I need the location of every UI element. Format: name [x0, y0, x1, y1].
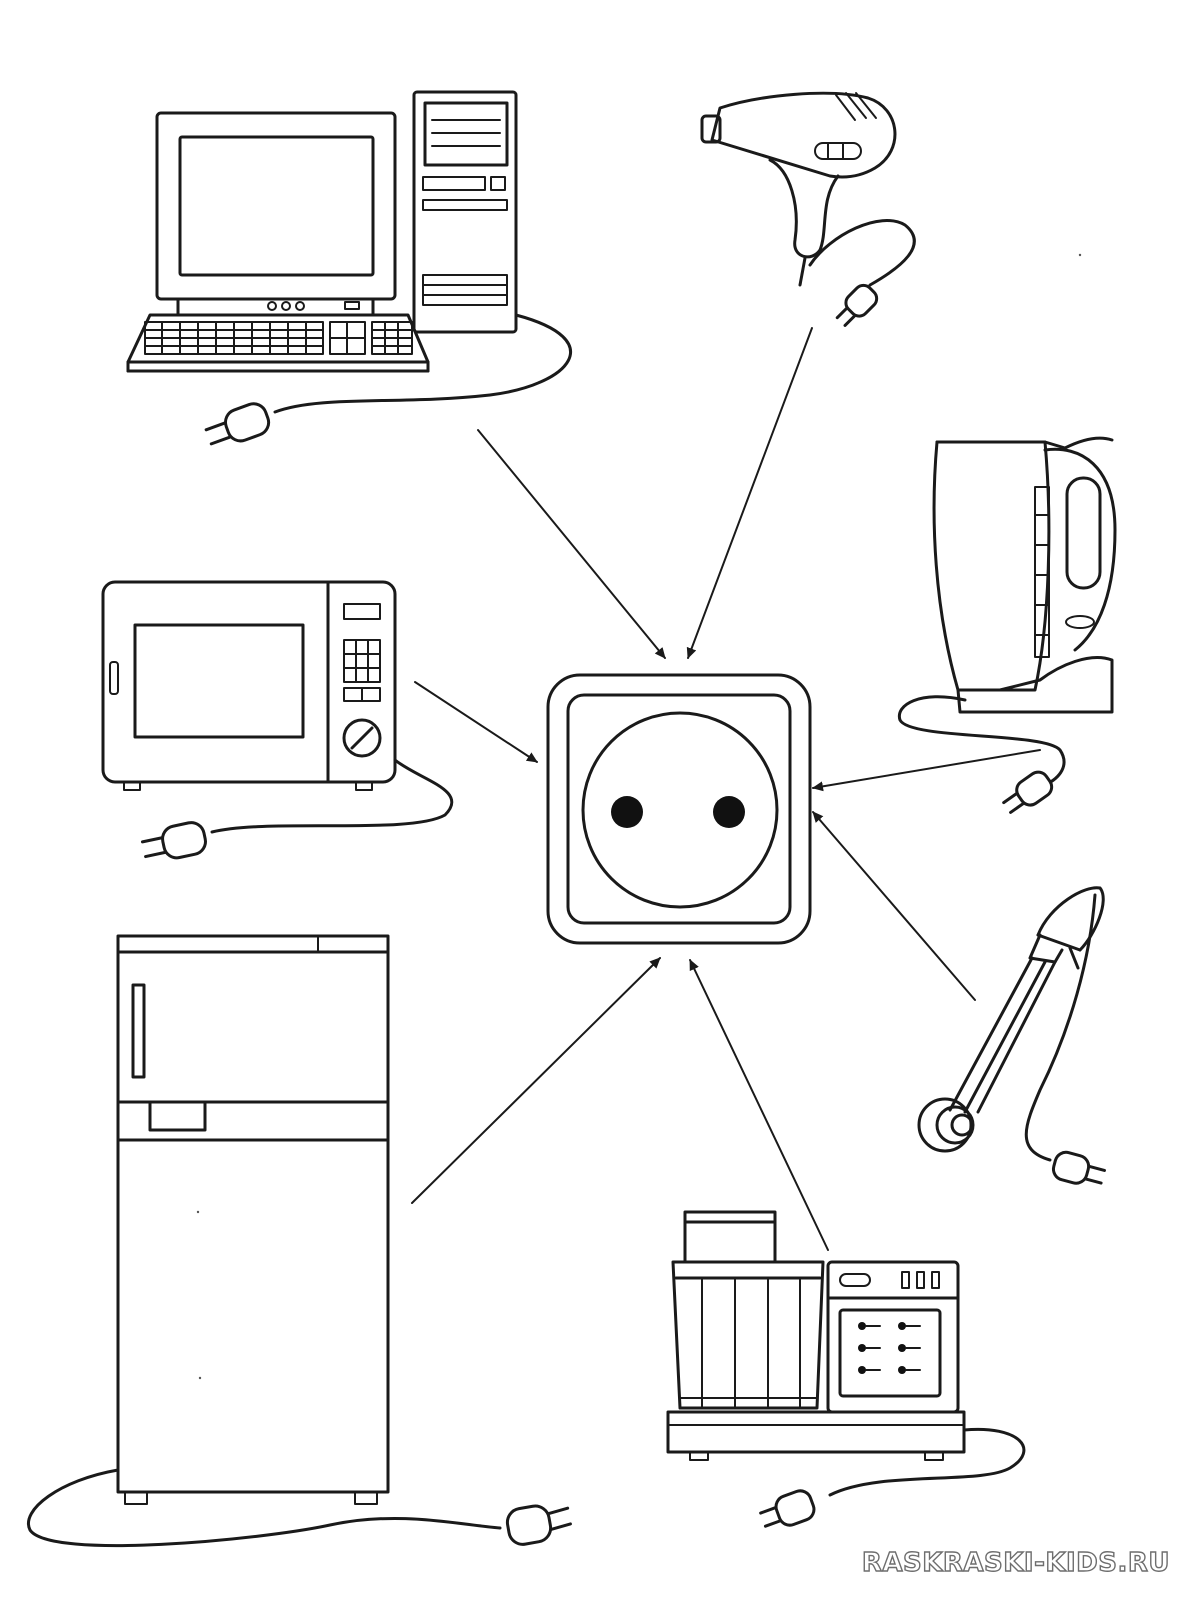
microwave-plug: [140, 821, 207, 860]
computer-cord: [273, 313, 572, 414]
fridge-cord: [27, 1468, 502, 1548]
heater-cord: [1024, 893, 1097, 1162]
system-unit: [412, 90, 518, 334]
monitor-screen: [178, 135, 375, 277]
power-socket: [546, 673, 812, 945]
arrow-kettle: [812, 749, 1041, 792]
arrow-computer: [477, 429, 666, 659]
refrigerator: [27, 934, 572, 1548]
socket-hole-left: [611, 796, 643, 828]
processor-panel: [838, 1308, 942, 1398]
arrow-refrigerator: [411, 957, 661, 1204]
computer-plug: [204, 402, 271, 446]
processor-base: [666, 1410, 966, 1454]
microwave-window: [133, 623, 305, 739]
arrows: [411, 327, 1041, 1251]
processor-plug: [759, 1489, 816, 1528]
microwave-cord: [210, 758, 454, 834]
arrow-immersion-heater: [812, 811, 976, 1001]
computer: [126, 90, 572, 446]
hair-dryer-plug: [835, 283, 879, 327]
kettle-cord: [897, 695, 1066, 787]
processor-cord: [828, 1427, 1026, 1497]
kettle-base: [956, 656, 1114, 714]
kettle-plug: [1002, 770, 1054, 814]
fridge-plug: [505, 1504, 572, 1546]
microwave: [101, 580, 454, 860]
immersion-heater: [917, 886, 1106, 1185]
arrow-food-processor: [689, 959, 829, 1251]
site-watermark: RASKRASKI-KIDS.RU: [861, 1547, 1170, 1578]
hair-dryer: [700, 91, 916, 327]
food-processor: [666, 1210, 1026, 1528]
socket-hole-right: [713, 796, 745, 828]
hair-dryer-cord: [808, 219, 916, 287]
heater-plug: [1051, 1150, 1106, 1185]
monitor: [155, 111, 397, 301]
arrow-microwave: [414, 681, 538, 763]
fridge-handle-bottom: [148, 1100, 207, 1132]
fridge-handle-top: [131, 983, 146, 1079]
arrow-hair-dryer: [686, 327, 813, 659]
electric-kettle: [897, 436, 1117, 814]
